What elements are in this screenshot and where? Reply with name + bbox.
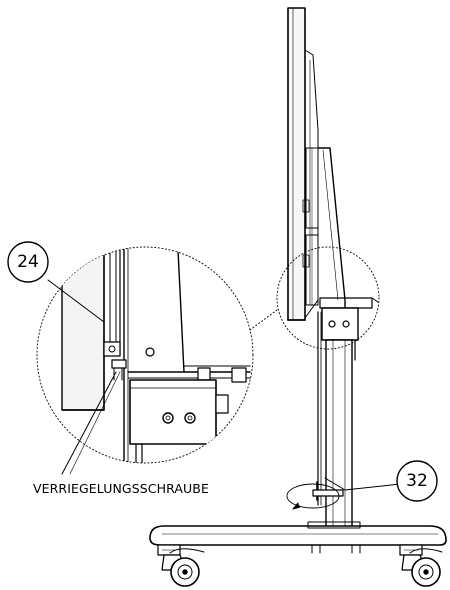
leader-screw — [61, 371, 117, 475]
detail-source-circle — [276, 246, 380, 350]
display-panel — [287, 7, 306, 321]
callout-32-label: 32 — [406, 471, 428, 491]
locking-screw-label: VERRIEGELUNGSSCHRAUBE — [33, 481, 209, 496]
caster-left — [157, 544, 205, 587]
mounting-bracket — [302, 147, 319, 306]
stand-side-view — [149, 7, 447, 587]
detail-connector — [249, 309, 278, 331]
caster-right — [399, 544, 443, 587]
stand-base — [149, 521, 447, 554]
detail-view — [36, 246, 254, 464]
leader-32 — [344, 483, 401, 491]
callout-circle-24 — [7, 241, 49, 283]
column-upper — [317, 147, 346, 313]
callout-24-label: 24 — [17, 252, 39, 272]
column-lower — [325, 339, 353, 531]
callout-circle-32 — [396, 460, 438, 502]
crank-handle — [286, 477, 346, 510]
leader-24 — [47, 279, 105, 323]
